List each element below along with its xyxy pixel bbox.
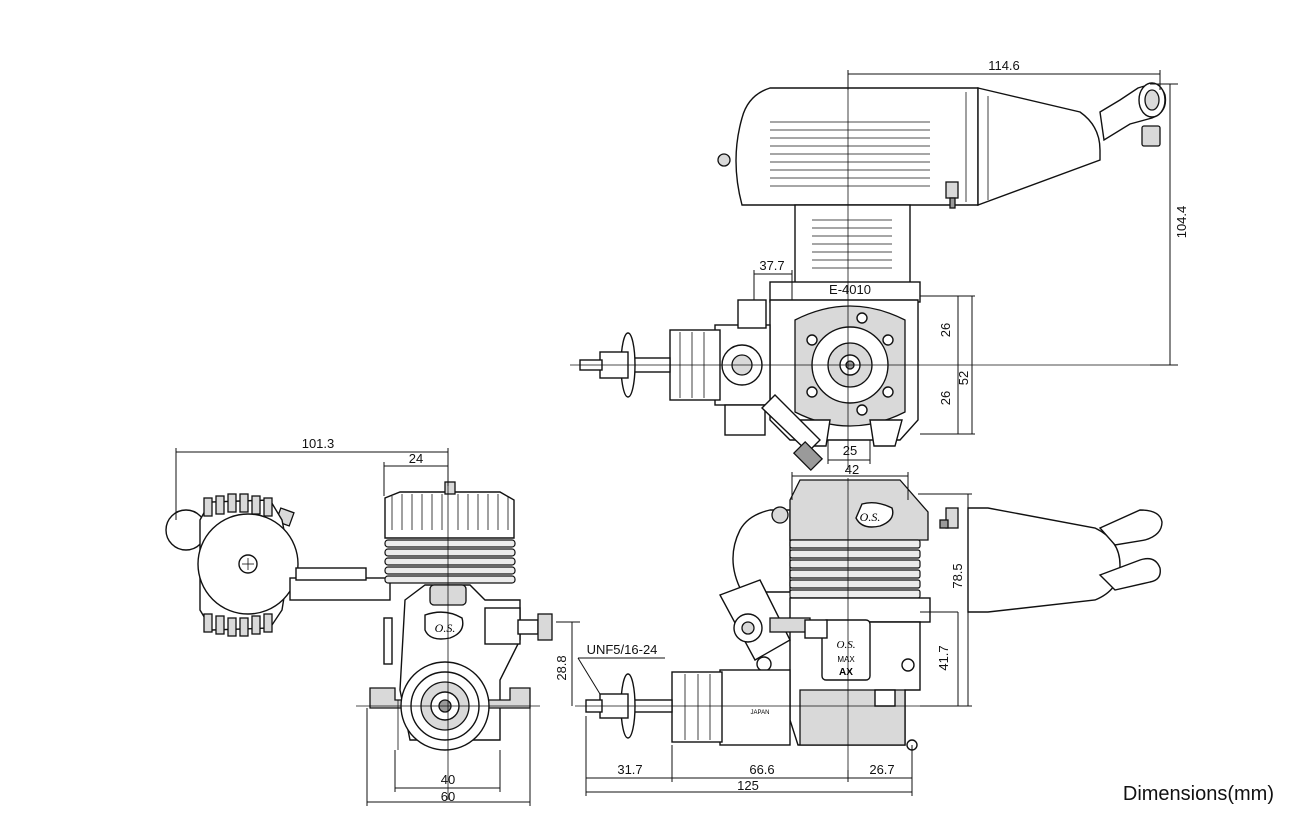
dim-24: 24	[409, 451, 423, 466]
os-logo-front: O.S.	[435, 621, 456, 635]
dim-26-7: 26.7	[869, 762, 894, 777]
dim-26-top: 26	[938, 323, 953, 337]
dim-114-6: 114.6	[988, 58, 1020, 73]
muffler-top	[717, 82, 1167, 209]
cylinder-front	[384, 481, 516, 584]
japan-mark: JAPAN	[751, 710, 770, 716]
side-view: O.S. O.S. MAX AX	[575, 478, 1163, 770]
cylinder-side: O.S.	[789, 479, 931, 623]
dim-25: 25	[843, 443, 857, 458]
cylinder-top	[769, 204, 921, 303]
dim-26-bottom: 26	[938, 391, 953, 405]
dim-60: 60	[441, 789, 455, 804]
dimension-lines	[175, 70, 1178, 806]
front-view: O.S.	[165, 460, 553, 800]
dim-104-4: 104.4	[1174, 206, 1189, 239]
dim-28-8: 28.8	[554, 655, 569, 680]
dim-66-6: 66.6	[749, 762, 774, 777]
muffler-side	[732, 506, 1163, 613]
ax-logo: AX	[839, 667, 853, 678]
crankcase-side: O.S. MAX AX	[789, 619, 921, 751]
dim-101-3: 101.3	[302, 436, 335, 451]
max-logo: MAX	[837, 655, 855, 664]
os-logo-side: O.S.	[860, 510, 881, 524]
cylinder-fins-side	[789, 539, 921, 599]
dim-42: 42	[845, 462, 859, 477]
dim-40: 40	[441, 772, 455, 787]
muffler-front	[165, 493, 391, 637]
dim-52: 52	[956, 371, 971, 385]
carb-side	[719, 579, 828, 672]
dim-unf-thread: UNF5/16-24	[587, 642, 658, 657]
cylinder-fins-front	[384, 539, 516, 584]
crankcase-front: O.S.	[369, 584, 553, 751]
dim-78-5: 78.5	[950, 563, 965, 588]
dim-e4010: E-4010	[829, 282, 871, 297]
dim-41-7: 41.7	[936, 645, 951, 670]
dim-31-7: 31.7	[617, 762, 642, 777]
units-caption: Dimensions(mm)	[1122, 783, 1274, 805]
shaft-side: JAPAN	[585, 669, 791, 746]
dim-37-7: 37.7	[759, 258, 784, 273]
dim-125: 125	[737, 778, 759, 793]
dimension-labels: 114.6 104.4 37.7 E-4010 26 26 52 25 42 1…	[302, 58, 1189, 804]
muffler-fins-front	[203, 493, 273, 637]
top-view	[570, 70, 1175, 472]
os-logo-case: O.S.	[837, 639, 856, 651]
